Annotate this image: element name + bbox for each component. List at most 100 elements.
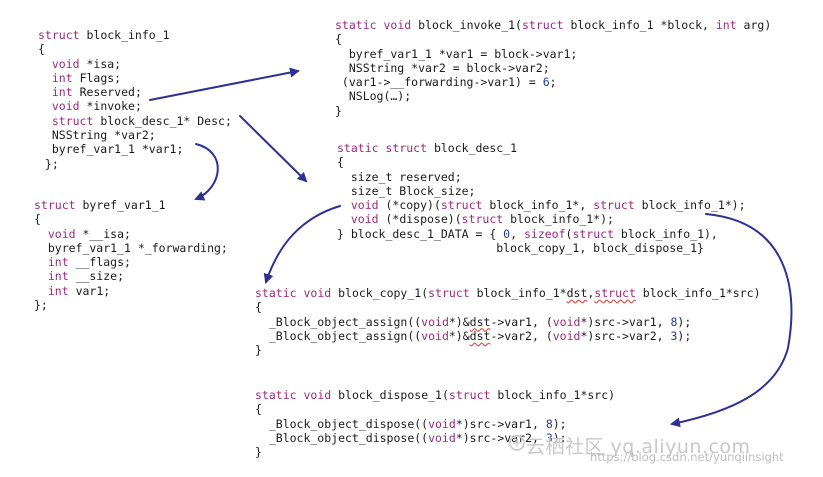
code-text: }; xyxy=(34,298,48,313)
code-line: void *__isa; xyxy=(34,227,228,241)
code-keyword: void xyxy=(303,286,332,300)
code-keyword: struct xyxy=(34,198,76,212)
code-text: (*copy)( xyxy=(378,198,441,213)
code-text xyxy=(34,227,48,241)
code-keyword: int xyxy=(47,283,69,298)
code-keyword: void xyxy=(428,416,456,431)
code-text: (var1->__forwarding->var1) = xyxy=(335,75,543,90)
code-text: { xyxy=(38,42,45,57)
code-line: { xyxy=(34,212,228,226)
code-text: block_info_1* xyxy=(469,286,567,300)
code-text: _Block_object_dispose(( xyxy=(255,430,429,445)
code-text: Flags; xyxy=(72,70,122,85)
code-block-block-copy-1: static void block_copy_1(struct block_in… xyxy=(255,286,761,357)
code-line: _Block_object_assign((void*)&dst->var1, … xyxy=(255,315,761,329)
code-line: struct block_desc_1* Desc; xyxy=(38,114,232,128)
code-line: void (*copy)(struct block_info_1*, struc… xyxy=(337,198,746,212)
code-line: } xyxy=(335,104,771,118)
arrow-dispose-to-block-dispose xyxy=(670,213,793,428)
code-keyword: struct xyxy=(593,198,635,213)
code-line: void *invoke; xyxy=(38,99,232,113)
code-line: }; xyxy=(38,157,232,171)
code-text: ( xyxy=(565,226,573,241)
code-keyword: static xyxy=(335,18,377,32)
code-text: block_copy_1( xyxy=(331,286,429,300)
code-text: size_t Block_size; xyxy=(337,183,476,198)
code-text: ); xyxy=(552,430,567,445)
code-line: block_copy_1, block_dispose_1} xyxy=(337,241,746,255)
code-text: } xyxy=(255,445,262,460)
code-line: static void block_copy_1(struct block_in… xyxy=(255,286,761,300)
code-text: *isa; xyxy=(79,56,122,71)
code-text: *)& xyxy=(448,314,470,329)
code-line: static struct block_desc_1 xyxy=(337,141,746,155)
code-line: size_t reserved; xyxy=(337,170,746,184)
code-text: block_info_1*); xyxy=(634,198,746,213)
code-text: , xyxy=(587,286,595,300)
code-text: *)src->var1, xyxy=(580,314,671,329)
code-text: *)src->var1, xyxy=(455,416,546,431)
code-block-block-info-1: struct block_info_1 { void *isa; int Flag… xyxy=(38,28,232,171)
code-keyword: struct xyxy=(572,226,614,241)
code-line: _Block_object_assign((void*)&dst->var2, … xyxy=(255,329,761,343)
code-line: struct byref_var1_1 xyxy=(34,198,228,212)
code-text: byref_var1_1 *var1 = block->var1; xyxy=(335,46,578,61)
code-keyword: struct xyxy=(385,141,428,155)
code-line: { xyxy=(337,155,746,169)
code-text xyxy=(337,198,351,212)
code-text: NSString *var2 = block->var2; xyxy=(335,60,550,75)
code-line: void *isa; xyxy=(38,57,232,71)
code-number: 6 xyxy=(542,75,550,90)
code-line: { xyxy=(38,42,232,56)
code-line: byref_var1_1 *var1; xyxy=(38,142,232,156)
code-keyword: static xyxy=(255,286,297,300)
code-line: NSLog(…); xyxy=(335,89,771,103)
code-line: byref_var1_1 *var1 = block->var1; xyxy=(335,47,771,61)
code-number: 8 xyxy=(670,314,678,329)
code-keyword: int xyxy=(715,18,737,32)
code-text: ; xyxy=(549,75,557,90)
code-keyword: void xyxy=(383,18,412,32)
code-line: int Reserved; xyxy=(38,85,232,99)
code-line: } xyxy=(255,445,615,459)
code-text: block_info_1 *block, xyxy=(563,18,716,32)
code-text: block_invoke_1( xyxy=(411,18,522,32)
code-text: *)src->var2, xyxy=(580,328,671,343)
code-line: (var1->__forwarding->var1) = 6; xyxy=(335,75,771,89)
code-text: block_desc_1* Desc; xyxy=(93,113,232,128)
code-keyword: static xyxy=(255,388,297,402)
code-keyword: void xyxy=(47,226,76,241)
code-line: } xyxy=(255,343,761,357)
code-text: *invoke; xyxy=(79,99,142,114)
code-block-byref-var1-1: struct byref_var1_1{ void *__isa; byref_… xyxy=(34,198,228,312)
code-text: _Block_object_assign(( xyxy=(255,328,422,343)
code-line: void (*dispose)(struct block_info_1*); xyxy=(337,212,746,226)
code-line: size_t Block_size; xyxy=(337,184,746,198)
arrow-desc-to-block-desc xyxy=(239,115,308,183)
code-text xyxy=(34,284,48,298)
code-text: { xyxy=(255,402,262,417)
code-keyword: static xyxy=(337,141,379,155)
code-keyword: struct xyxy=(448,388,491,402)
code-block-block-desc-1: static struct block_desc_1{ size_t reser… xyxy=(337,141,746,255)
code-text: ); xyxy=(677,314,692,329)
code-keyword: struct xyxy=(38,28,80,42)
code-text xyxy=(38,99,52,113)
code-line: } block_desc_1_DATA = { 0, sizeof(struct… xyxy=(337,227,746,241)
code-line: _Block_object_dispose((void*)src->var2, … xyxy=(255,431,615,445)
code-text: { xyxy=(255,300,262,315)
code-text: ); xyxy=(677,328,692,343)
code-line: NSString *var2 = block->var2; xyxy=(335,61,771,75)
code-text: block_info_1*, xyxy=(482,198,594,213)
code-text xyxy=(38,71,52,85)
cloud-logo-icon xyxy=(509,435,525,451)
code-line: static void block_invoke_1(struct block_… xyxy=(335,18,771,32)
code-text: __flags; xyxy=(68,255,131,270)
code-text: Reserved; xyxy=(72,85,142,100)
code-text: _Block_object_assign(( xyxy=(255,314,422,329)
code-text: *__isa; xyxy=(75,226,131,241)
code-text: arg) xyxy=(736,18,772,32)
code-keyword: int xyxy=(51,70,73,85)
code-text: block_info_1 xyxy=(79,28,170,42)
